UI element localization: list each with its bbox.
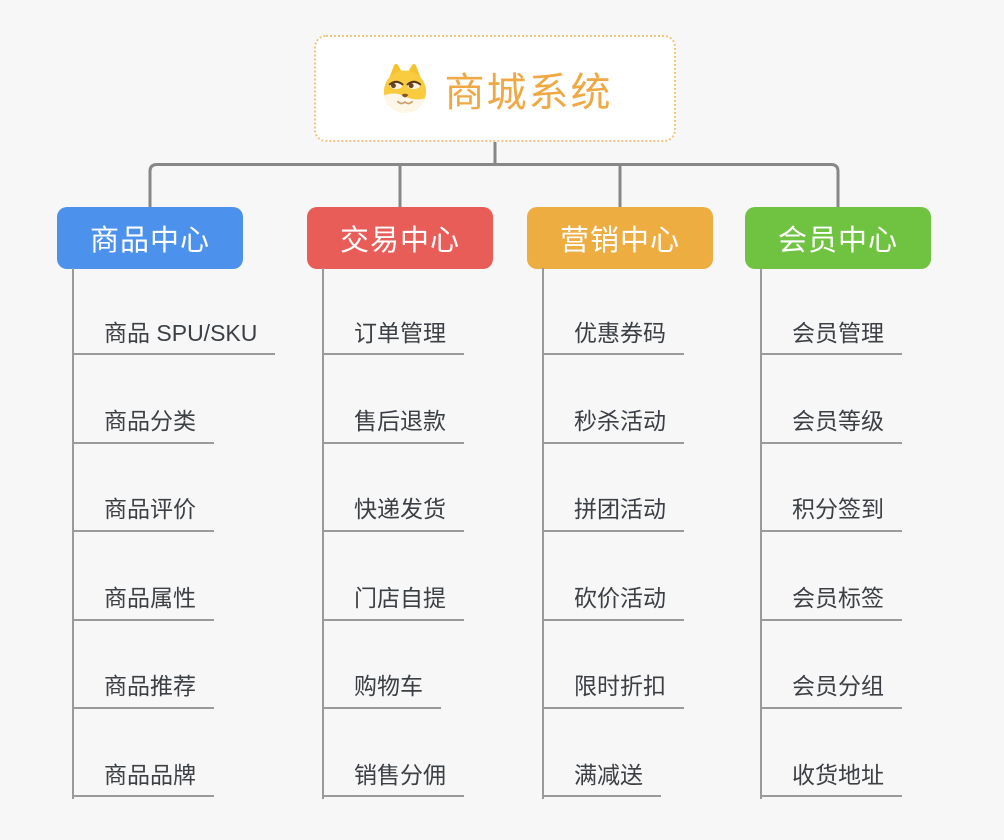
leaf-item-label: 会员管理 [760, 319, 902, 356]
leaf-item-label: 商品分类 [72, 407, 214, 444]
branch-node-product-center[interactable]: 商品中心 [57, 207, 243, 269]
leaf-item-label: 收货地址 [760, 761, 902, 798]
leaf-column-trade: 订单管理售后退款快递发货门店自提购物车销售分佣 [322, 267, 464, 798]
leaf-column-marketing: 优惠券码秒杀活动拼团活动砍价活动限时折扣满减送 [542, 267, 684, 798]
leaf-column-member: 会员管理会员等级积分签到会员标签会员分组收货地址 [760, 267, 902, 798]
leaf-item-label: 限时折扣 [542, 672, 684, 709]
leaf-item-label: 会员分组 [760, 672, 902, 709]
leaf-item[interactable]: 商品属性 [72, 532, 214, 621]
leaf-item[interactable]: 购物车 [322, 621, 441, 709]
leaf-item[interactable]: 拼团活动 [542, 444, 684, 533]
branch-trunk-line [72, 268, 74, 799]
leaf-item[interactable]: 优惠券码 [542, 267, 684, 356]
leaf-item-label: 商品评价 [72, 495, 214, 533]
branch-trunk-line [322, 268, 324, 799]
leaf-item-label: 购物车 [322, 672, 441, 709]
leaf-item[interactable]: 订单管理 [322, 267, 464, 356]
leaf-item[interactable]: 会员等级 [760, 355, 902, 444]
branch-trunk-line [542, 268, 544, 799]
leaf-item-label: 优惠券码 [542, 319, 684, 356]
leaf-item[interactable]: 商品品牌 [72, 709, 214, 798]
branch-node-trade-center[interactable]: 交易中心 [307, 207, 493, 269]
leaf-item-label: 满减送 [542, 761, 661, 798]
leaf-item[interactable]: 会员管理 [760, 267, 902, 356]
leaf-item[interactable]: 满减送 [542, 709, 661, 798]
leaf-item[interactable]: 快递发货 [322, 444, 464, 533]
root-node-mall-system[interactable]: 商城系统 [314, 35, 676, 142]
branch-trunk-line [760, 268, 762, 799]
leaf-item-label: 商品属性 [72, 584, 214, 621]
root-title: 商城系统 [444, 70, 613, 115]
branch-node-marketing-center[interactable]: 营销中心 [527, 207, 713, 269]
leaf-item-label: 秒杀活动 [542, 407, 684, 444]
leaf-item[interactable]: 商品 SPU/SKU [72, 267, 276, 356]
leaf-item[interactable]: 售后退款 [322, 355, 464, 444]
doge-icon [383, 63, 426, 113]
leaf-item-label: 商品 SPU/SKU [72, 319, 276, 356]
branch-node-member-center[interactable]: 会员中心 [745, 207, 931, 269]
leaf-item-label: 销售分佣 [322, 761, 464, 798]
leaf-item-label: 商品品牌 [72, 761, 214, 798]
leaf-item[interactable]: 商品评价 [72, 444, 214, 533]
leaf-item[interactable]: 会员分组 [760, 621, 902, 709]
leaf-item-label: 门店自提 [322, 584, 464, 621]
leaf-item-label: 售后退款 [322, 407, 464, 444]
leaf-item[interactable]: 砍价活动 [542, 532, 684, 621]
leaf-item[interactable]: 商品推荐 [72, 621, 214, 709]
leaf-item[interactable]: 限时折扣 [542, 621, 684, 709]
leaf-column-product: 商品 SPU/SKU 商品分类商品评价商品属性商品推荐商品品牌 [72, 267, 276, 798]
leaf-item-label: 砍价活动 [542, 584, 684, 621]
leaf-item[interactable]: 销售分佣 [322, 709, 464, 798]
leaf-item[interactable]: 收货地址 [760, 709, 902, 798]
leaf-item-label: 订单管理 [322, 319, 464, 356]
leaf-item-label: 会员标签 [760, 584, 902, 621]
leaf-item[interactable]: 商品分类 [72, 355, 214, 444]
leaf-item-label: 会员等级 [760, 407, 902, 444]
leaf-item-label: 拼团活动 [542, 495, 684, 533]
leaf-item-label: 积分签到 [760, 495, 902, 533]
leaf-item[interactable]: 积分签到 [760, 444, 902, 533]
leaf-item[interactable]: 秒杀活动 [542, 355, 684, 444]
leaf-item-label: 商品推荐 [72, 672, 214, 709]
leaf-item[interactable]: 门店自提 [322, 532, 464, 621]
leaf-item[interactable]: 会员标签 [760, 532, 902, 621]
leaf-item-label: 快递发货 [322, 495, 464, 533]
